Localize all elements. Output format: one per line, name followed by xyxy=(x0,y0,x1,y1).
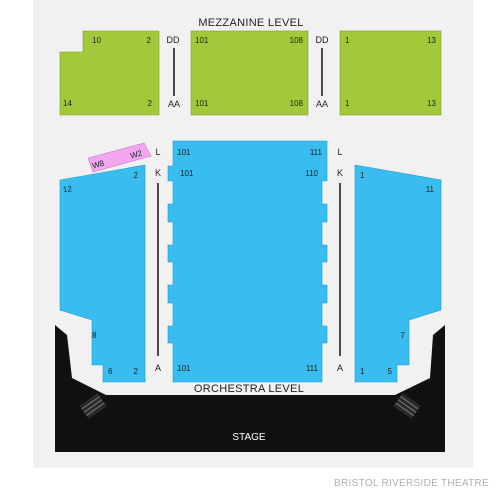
venue-name: BRISTOL RIVERSIDE THEATRE xyxy=(334,478,489,489)
seat-label: 1 xyxy=(345,99,350,108)
seat-label: 13 xyxy=(427,99,436,108)
mezzanine-left-block[interactable] xyxy=(59,30,160,116)
orchestra-left-block[interactable] xyxy=(59,164,146,383)
seat-label: 111 xyxy=(306,364,319,373)
row-label: A xyxy=(337,363,343,373)
seat-label: 101 xyxy=(177,148,191,157)
seat-label: 101 xyxy=(195,36,209,45)
left-steps xyxy=(79,393,107,419)
seat-label: 2 xyxy=(134,171,139,180)
stage-label: STAGE xyxy=(232,432,265,443)
row-label: K xyxy=(337,168,343,178)
seat-label: 14 xyxy=(63,99,72,108)
seat-label: W2 xyxy=(129,148,143,160)
mezzanine-level-title: MEZZANINE LEVEL xyxy=(198,17,303,29)
orchestra-right-section[interactable]: 1 11 7 1 5 xyxy=(354,164,442,383)
row-label: L xyxy=(337,147,342,157)
seat-label: 11 xyxy=(426,185,435,194)
stage-area: STAGE xyxy=(55,325,445,452)
mezzanine-right-section[interactable]: 1 13 1 13 xyxy=(339,30,442,116)
row-label: K xyxy=(155,168,161,178)
row-label: AA xyxy=(168,99,180,109)
seat-label: 1 xyxy=(345,36,350,45)
box-w-section[interactable]: W8 W2 xyxy=(87,142,152,173)
orchestra-level-title: ORCHESTRA LEVEL xyxy=(194,383,304,395)
seat-label: 110 xyxy=(305,169,318,178)
seat-label: 1 xyxy=(360,171,365,180)
seat-label: 101 xyxy=(177,364,191,373)
orchestra-right-block[interactable] xyxy=(354,164,442,383)
mezzanine-right-block[interactable] xyxy=(339,30,442,116)
mezzanine-center-section[interactable]: 101 108 101 108 xyxy=(190,30,309,116)
seat-label: 108 xyxy=(290,36,304,45)
row-label: AA xyxy=(316,99,328,109)
orchestra-left-section[interactable]: 12 2 8 6 2 xyxy=(59,164,146,383)
mezzanine-center-block[interactable] xyxy=(190,30,309,116)
seat-label: 5 xyxy=(388,367,393,376)
seat-label: W8 xyxy=(91,158,105,170)
seat-label: 8 xyxy=(92,331,97,340)
seat-label: 2 xyxy=(148,99,153,108)
right-steps xyxy=(393,393,421,419)
seat-label: 101 xyxy=(195,99,209,108)
seat-label: 6 xyxy=(108,367,113,376)
seat-label: 2 xyxy=(147,36,152,45)
seat-label: 101 xyxy=(180,169,194,178)
seat-label: 1 xyxy=(360,367,365,376)
mezzanine-left-section[interactable]: 10 2 14 2 xyxy=(59,30,160,116)
row-label: L xyxy=(155,147,160,157)
orchestra-center-block[interactable] xyxy=(167,140,328,383)
row-label: DD xyxy=(167,35,180,45)
seat-label: 7 xyxy=(401,331,406,340)
stage-block xyxy=(55,325,445,452)
seat-label: 108 xyxy=(290,99,304,108)
box-w-block[interactable] xyxy=(87,142,152,173)
seat-label: 10 xyxy=(92,36,101,45)
seat-label: 2 xyxy=(134,367,139,376)
seat-label: 13 xyxy=(427,36,436,45)
row-label: DD xyxy=(316,35,329,45)
seat-label: 12 xyxy=(62,184,73,194)
row-label: A xyxy=(155,363,161,373)
orchestra-center-section[interactable]: 101 111 101 110 101 111 xyxy=(167,140,328,383)
seat-label: 111 xyxy=(310,148,323,157)
